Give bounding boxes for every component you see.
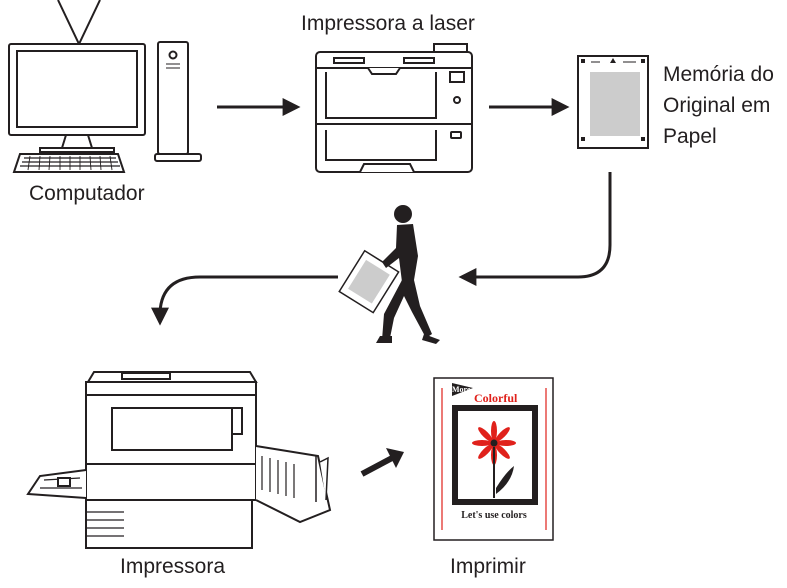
paper-original-icon <box>577 55 649 149</box>
arrow-person-to-printer <box>151 275 338 326</box>
arrow-printer-to-print <box>360 454 396 477</box>
computer-label: Computador <box>29 182 145 205</box>
walking-person-icon <box>338 205 440 344</box>
print-headline: Colorful <box>474 391 518 405</box>
arrow-paper-to-person <box>458 172 612 286</box>
printer-icon <box>26 371 332 549</box>
computer-icon <box>8 0 202 173</box>
print-label: Imprimir <box>450 555 526 578</box>
paper-original-label-line2: Original em <box>663 94 771 117</box>
laser-printer-label: Impressora a laser <box>301 12 475 35</box>
paper-original-label-line3: Papel <box>663 125 717 148</box>
paper-original-label-line1: Memória do <box>663 63 774 86</box>
print-caption: Let's use colors <box>461 510 527 521</box>
print-badge: More <box>452 385 471 394</box>
printer-label: Impressora <box>120 555 226 578</box>
laser-printer-icon <box>315 43 473 173</box>
printed-sheet-icon: More Colorful Let's use colors <box>433 377 554 541</box>
